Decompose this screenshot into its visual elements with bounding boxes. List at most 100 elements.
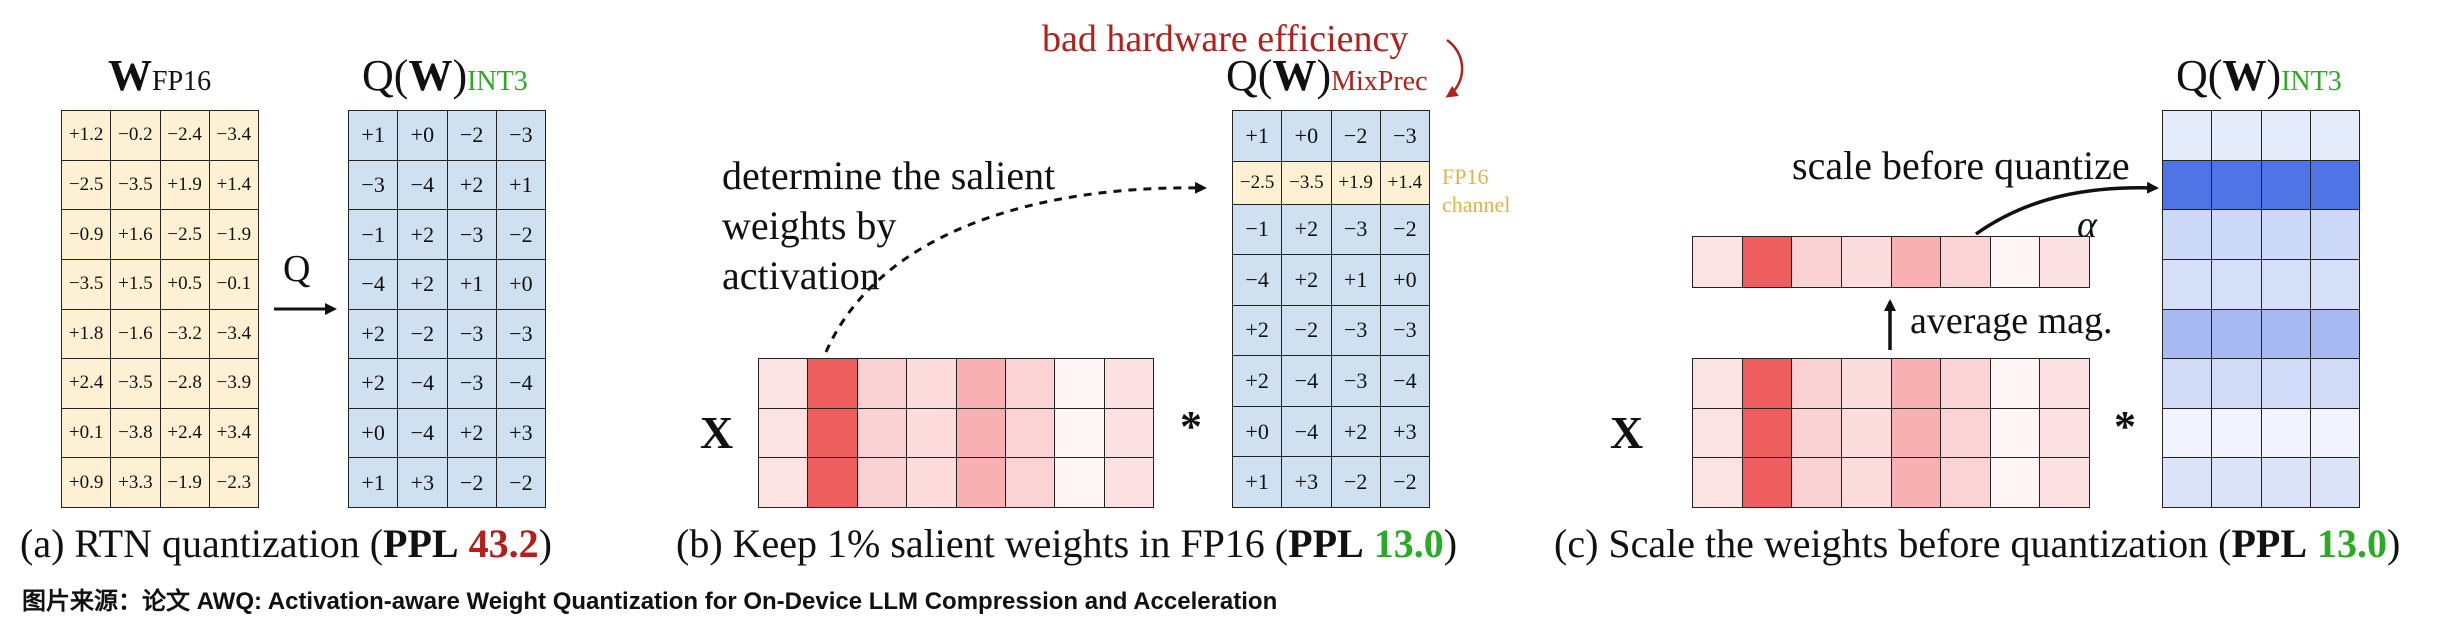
caption-a-ppl: PPL xyxy=(383,521,459,566)
matrix-cell: +2 xyxy=(1231,304,1283,357)
mult-b: * xyxy=(1180,402,1202,451)
matrix-row: −4+2+1+0 xyxy=(347,258,547,310)
color-cell xyxy=(1989,407,2041,459)
salient-annotation-line-2: weights by xyxy=(722,203,897,248)
matrix-row xyxy=(1692,457,2090,508)
matrix-row: +2−4−3−4 xyxy=(1231,355,1431,407)
matrix-cell: −2.3 xyxy=(208,457,260,508)
color-cell xyxy=(856,358,908,409)
matrix-cell: −4 xyxy=(1379,355,1431,407)
color-cell xyxy=(1054,407,1105,459)
color-cell xyxy=(2161,358,2213,409)
caption-a-close: ) xyxy=(538,521,552,566)
matrix-cell: +3 xyxy=(495,407,547,459)
matrix-row: +0.9+3.3−1.9−2.3 xyxy=(60,457,260,508)
color-cell xyxy=(2039,358,2090,409)
matrix-cell: +1.4 xyxy=(208,159,260,211)
matrix-cell: +3 xyxy=(1281,456,1332,508)
int3-subscript: INT3 xyxy=(467,66,528,97)
color-cell xyxy=(1692,407,1743,459)
matrix-cell: +0 xyxy=(397,110,448,161)
matrix-cell: +0 xyxy=(1281,110,1332,162)
color-cell xyxy=(2161,159,2213,211)
color-cell xyxy=(1989,358,2041,409)
matrix-cell: −2 xyxy=(1379,203,1431,256)
matrix-cell: +2 xyxy=(1231,355,1283,407)
matrix-row: +2−2−3−3 xyxy=(1231,304,1431,357)
color-cell xyxy=(1692,236,1743,288)
matrix-cell: −3.9 xyxy=(208,358,260,409)
matrix-cell: +0 xyxy=(1231,405,1283,458)
color-cell xyxy=(2260,159,2311,211)
matrix-cell: +0.5 xyxy=(159,258,210,310)
matrix-cell: +2.4 xyxy=(159,407,210,459)
matrix-row: −2.5−3.5+1.9+1.4 xyxy=(1231,160,1431,205)
color-cell xyxy=(2260,457,2311,508)
matrix-cell: −3.8 xyxy=(110,407,161,459)
matrix-row: +1+0−2−3 xyxy=(1231,110,1431,162)
caption-b-close: ) xyxy=(1443,521,1458,566)
panel-c-title: Q(W)INT3 xyxy=(2176,54,2342,98)
scale-arrow xyxy=(1974,181,2159,236)
color-cell xyxy=(906,407,957,459)
matrix-cell: −0.9 xyxy=(60,209,112,260)
int3-subscript: INT3 xyxy=(2281,66,2342,97)
activation-matrix-b xyxy=(757,358,1155,508)
fp16-channel-label-2: channel xyxy=(1442,192,1511,217)
q-close: ) xyxy=(1316,51,1332,100)
q-close: ) xyxy=(2266,51,2282,100)
fp16-channel-label-1: FP16 xyxy=(1442,164,1489,189)
color-cell xyxy=(1004,457,1056,508)
color-cell xyxy=(1791,407,1842,459)
color-cell xyxy=(2211,457,2262,508)
matrix-cell: −2 xyxy=(1281,304,1332,357)
matrix-cell: +2 xyxy=(446,407,497,459)
color-cell xyxy=(1004,407,1056,459)
color-cell xyxy=(1940,358,1991,409)
matrix-row xyxy=(757,457,1155,508)
matrix-cell: +1.6 xyxy=(110,209,161,260)
color-cell xyxy=(2211,308,2262,360)
matrix-cell: +0.9 xyxy=(60,457,112,508)
matrix-cell: +1.5 xyxy=(110,258,161,310)
caption-c-text: (c) Scale the weights before quantizatio… xyxy=(1554,521,2232,566)
matrix-row xyxy=(2161,258,2361,310)
matrix-row: +2−2−3−3 xyxy=(347,308,547,360)
q-close: ) xyxy=(452,51,468,100)
color-cell xyxy=(2309,358,2361,409)
matrix-cell: +1 xyxy=(1231,456,1283,508)
matrix-row xyxy=(2161,159,2361,211)
matrix-row xyxy=(2161,308,2361,360)
q-open: Q( xyxy=(1226,51,1273,100)
matrix-cell: −1.6 xyxy=(110,308,161,360)
matrix-cell: −3.5 xyxy=(1281,160,1332,205)
salient-dashed-arrow xyxy=(824,181,1207,353)
matrix-row xyxy=(757,407,1155,459)
matrix-cell: −2.8 xyxy=(159,358,210,409)
w-symbol: W xyxy=(2222,51,2267,100)
matrix-cell: −2.5 xyxy=(1231,160,1283,205)
matrix-row xyxy=(2161,457,2361,508)
matrix-cell: +1 xyxy=(1330,254,1381,306)
matrix-row: +1.8−1.6−3.2−3.4 xyxy=(60,308,260,360)
matrix-cell: −2.4 xyxy=(159,110,210,161)
matrix-cell: −1.9 xyxy=(159,457,210,508)
color-cell xyxy=(807,358,858,409)
color-cell xyxy=(2211,209,2262,260)
panel-a-left-title: WFP16 xyxy=(108,54,211,98)
color-cell xyxy=(2309,258,2361,310)
color-cell xyxy=(2309,457,2361,508)
matrix-row: +1+3−2−2 xyxy=(1231,456,1431,508)
color-cell xyxy=(2211,407,2262,459)
matrix-cell: −3 xyxy=(1330,304,1381,357)
matrix-cell: −1.9 xyxy=(208,209,260,260)
matrix-row xyxy=(2161,209,2361,260)
matrix-row: +1+0−2−3 xyxy=(347,110,547,161)
matrix-cell: −4 xyxy=(397,407,448,459)
matrix-cell: −3.2 xyxy=(159,308,210,360)
matrix-cell: +0 xyxy=(347,407,399,459)
matrix-row xyxy=(1692,407,2090,459)
average-magnitude-row xyxy=(1692,236,2090,288)
color-cell xyxy=(2260,258,2311,310)
